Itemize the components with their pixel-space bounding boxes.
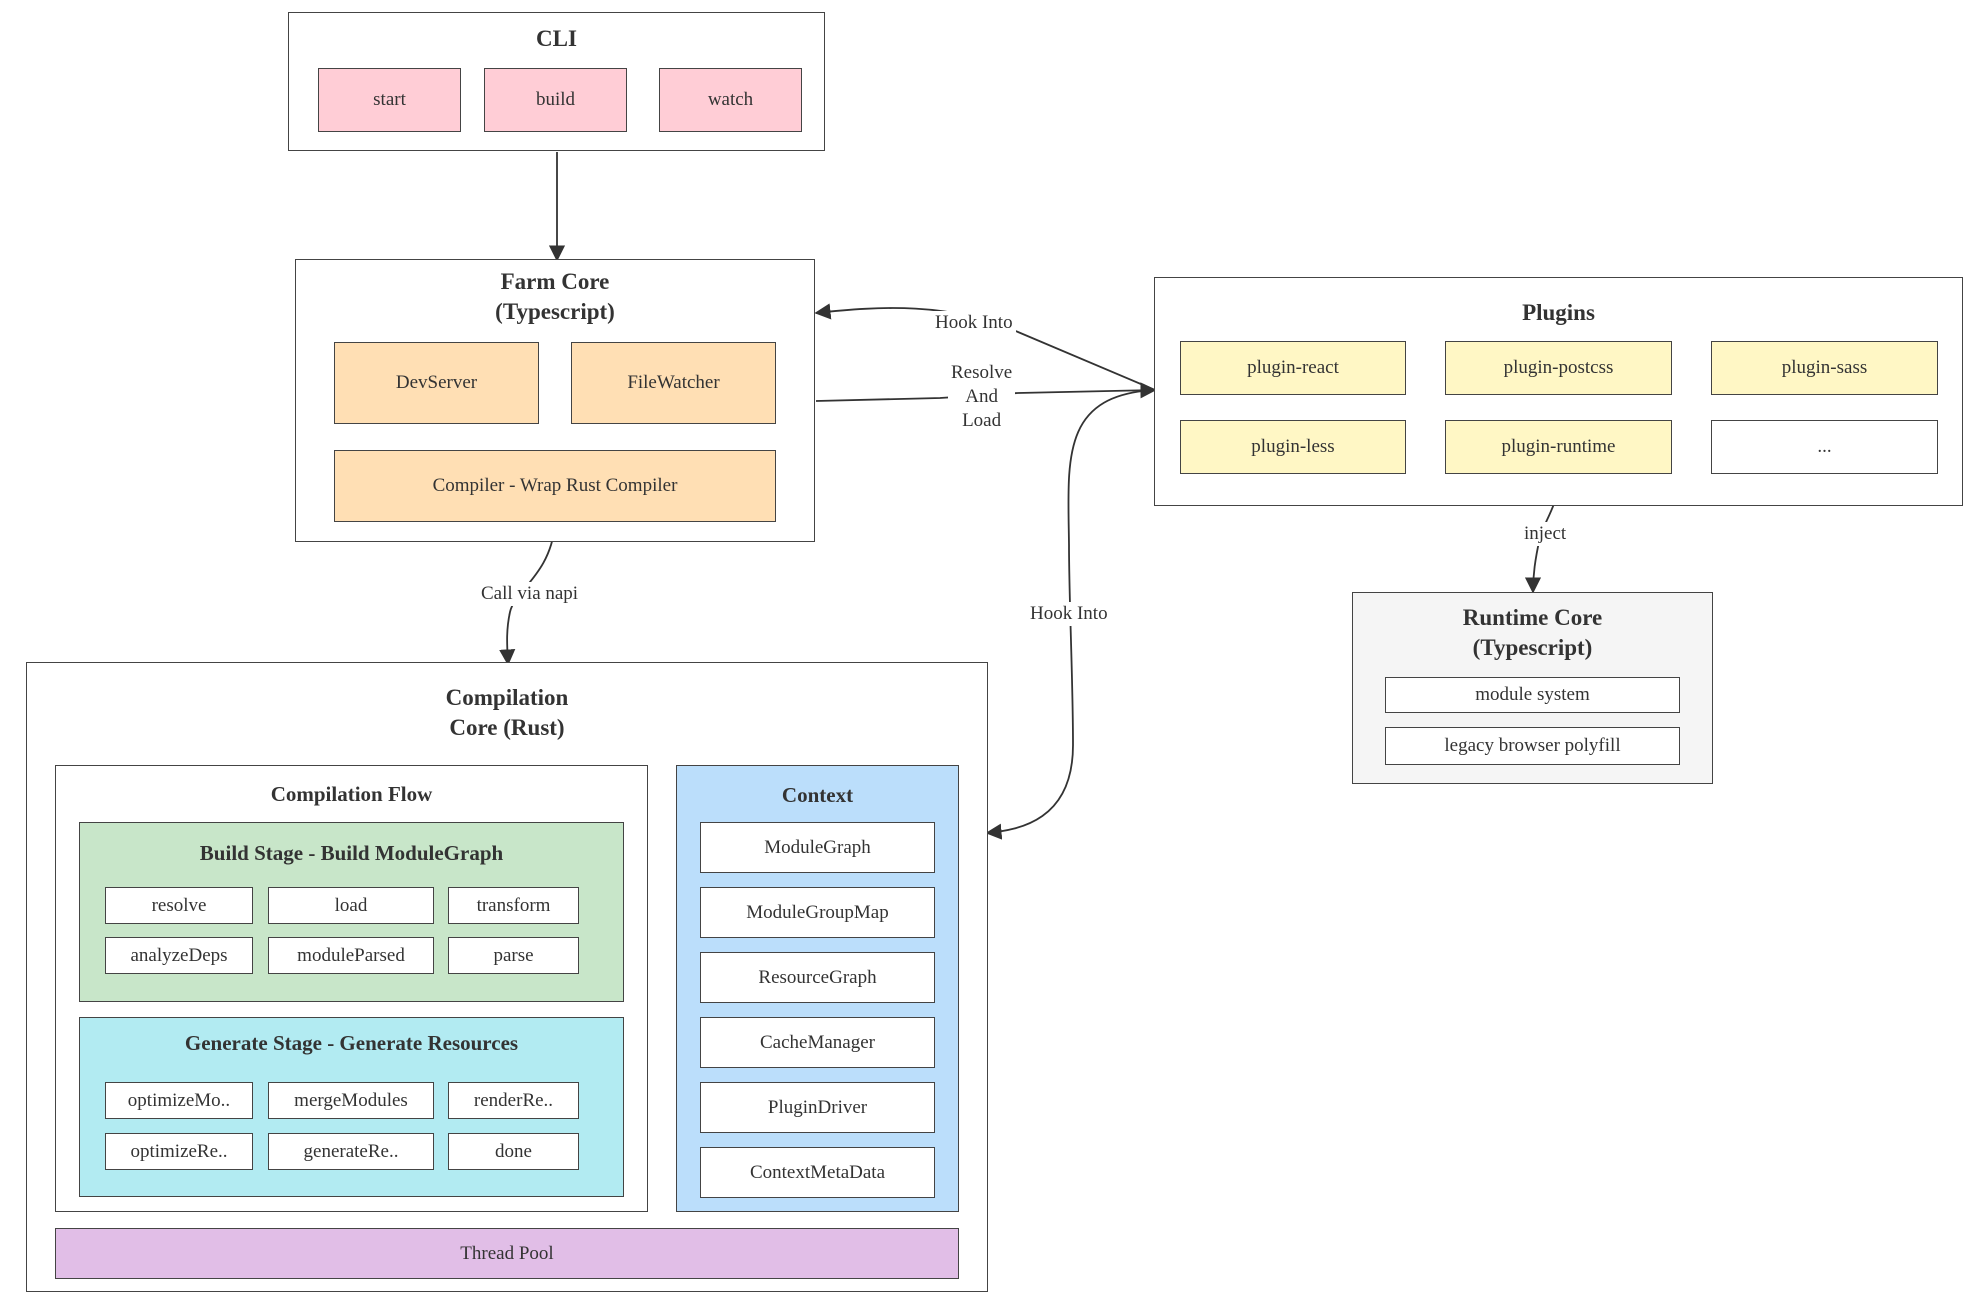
- edge-label-load: Load: [962, 410, 1002, 431]
- step-render-resources[interactable]: renderRe..: [448, 1082, 579, 1119]
- cli-node-watch[interactable]: watch: [659, 68, 802, 132]
- runtime-core-title-line2: (Typescript): [1472, 635, 1593, 660]
- step-generate-resources[interactable]: generateRe..: [268, 1133, 434, 1170]
- edge-label-resolve-and-load: Resolve And Load: [948, 361, 1016, 433]
- generate-stage-title: Generate Stage - Generate Resources: [184, 1031, 519, 1055]
- step-parse[interactable]: parse: [448, 937, 579, 974]
- edge-label-hook-into-context: Hook Into: [1027, 602, 1111, 626]
- module-system-node[interactable]: module system: [1385, 677, 1680, 713]
- farm-core-title-line1: Farm Core: [500, 269, 610, 294]
- plugins-title: Plugins: [1522, 300, 1595, 325]
- context-title: Context: [781, 783, 854, 807]
- step-done[interactable]: done: [448, 1133, 579, 1170]
- plugin-sass-node[interactable]: plugin-sass: [1711, 341, 1938, 395]
- step-moduleparsed[interactable]: moduleParsed: [268, 937, 434, 974]
- compilation-flow-title: Compilation Flow: [270, 782, 433, 806]
- compilation-core-title: Compilation Core (Rust): [26, 683, 988, 743]
- compilation-core-title-line2: Core (Rust): [449, 715, 565, 740]
- step-optimize-resources[interactable]: optimizeRe..: [105, 1133, 253, 1170]
- step-optimize-modules[interactable]: optimizeMo..: [105, 1082, 253, 1119]
- farm-core-title: Farm Core (Typescript): [295, 267, 815, 327]
- edge-label-hook-into-top: Hook Into: [932, 311, 1016, 335]
- runtime-core-title-line1: Runtime Core: [1462, 605, 1603, 630]
- context-modulegroupmap[interactable]: ModuleGroupMap: [700, 887, 935, 938]
- thread-pool-node[interactable]: Thread Pool: [55, 1228, 959, 1279]
- legacy-browser-polyfill-node[interactable]: legacy browser polyfill: [1385, 727, 1680, 765]
- edge-call-via-napi: [499, 524, 556, 666]
- plugin-more-node[interactable]: ...: [1711, 420, 1938, 474]
- edge-label-inject: inject: [1521, 522, 1570, 546]
- context-plugindriver[interactable]: PluginDriver: [700, 1082, 935, 1133]
- step-transform[interactable]: transform: [448, 887, 579, 924]
- devserver-node[interactable]: DevServer: [334, 342, 539, 424]
- plugin-react-node[interactable]: plugin-react: [1180, 341, 1406, 395]
- farm-core-title-line2: (Typescript): [495, 299, 615, 324]
- edge-label-call-via-napi: Call via napi: [478, 582, 582, 606]
- step-resolve[interactable]: resolve: [105, 887, 253, 924]
- plugin-postcss-node[interactable]: plugin-postcss: [1445, 341, 1672, 395]
- edge-label-and: And: [965, 386, 998, 407]
- filewatcher-node[interactable]: FileWatcher: [571, 342, 776, 424]
- step-merge-modules[interactable]: mergeModules: [268, 1082, 434, 1119]
- context-contextmetadata[interactable]: ContextMetaData: [700, 1147, 935, 1198]
- build-stage-title: Build Stage - Build ModuleGraph: [199, 841, 504, 865]
- cli-node-build[interactable]: build: [484, 68, 627, 132]
- cli-node-start[interactable]: start: [318, 68, 461, 132]
- plugin-runtime-node[interactable]: plugin-runtime: [1445, 420, 1672, 474]
- edge-label-resolve: Resolve: [951, 362, 1013, 383]
- step-analyzedeps[interactable]: analyzeDeps: [105, 937, 253, 974]
- compiler-node[interactable]: Compiler - Wrap Rust Compiler: [334, 450, 776, 522]
- context-resourcegraph[interactable]: ResourceGraph: [700, 952, 935, 1003]
- compilation-core-title-line1: Compilation: [445, 685, 569, 710]
- runtime-core-title: Runtime Core (Typescript): [1352, 603, 1713, 663]
- context-cachemanager[interactable]: CacheManager: [700, 1017, 935, 1068]
- plugin-less-node[interactable]: plugin-less: [1180, 420, 1406, 474]
- context-modulegraph[interactable]: ModuleGraph: [700, 822, 935, 873]
- cli-title: CLI: [536, 26, 577, 51]
- step-load[interactable]: load: [268, 887, 434, 924]
